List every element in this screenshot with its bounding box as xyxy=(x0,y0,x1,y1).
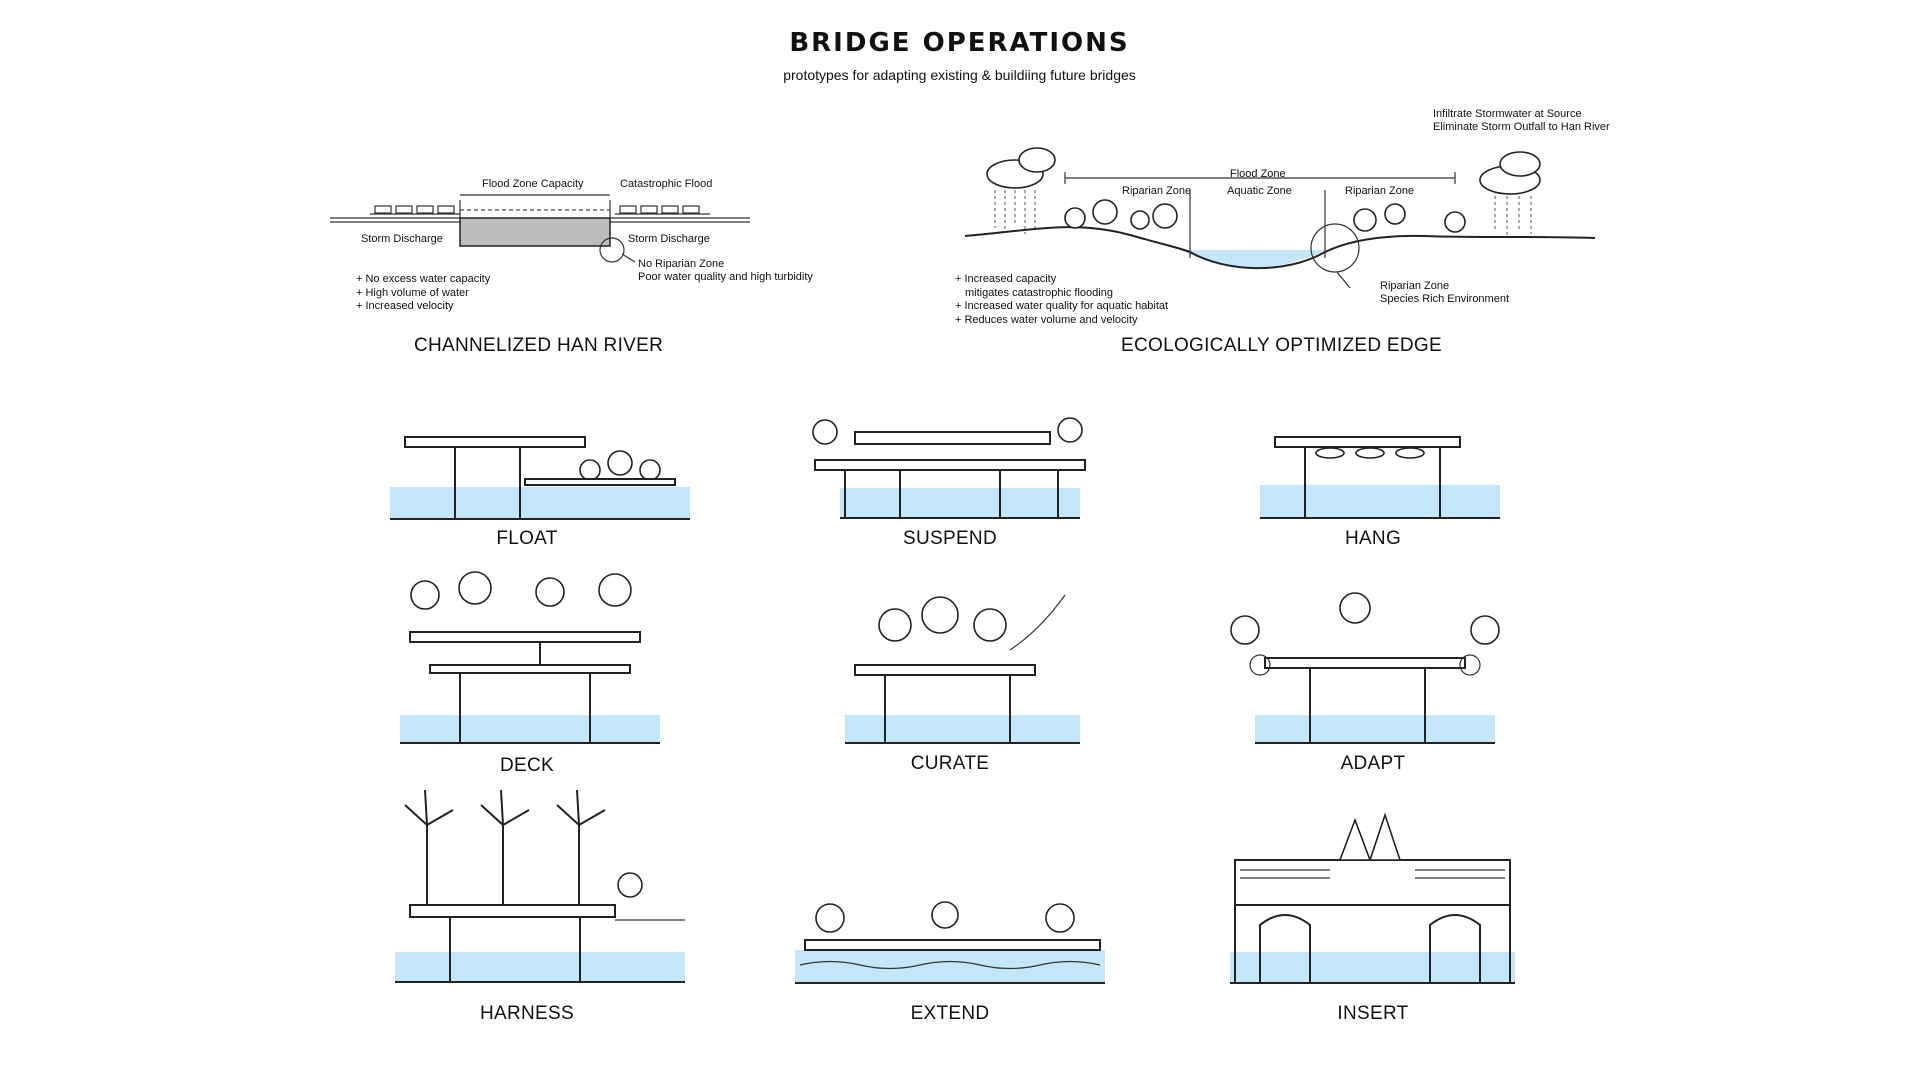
prototype-harness-label: HARNESS xyxy=(480,1003,574,1024)
channelized-caption: CHANNELIZED HAN RIVER xyxy=(414,335,664,356)
aquatic-zone-label: Aquatic Zone xyxy=(1227,185,1292,197)
species-rich-label: Species Rich Environment xyxy=(1380,293,1510,305)
ecological-caption: ECOLOGICALLY OPTIMIZED EDGE xyxy=(1121,335,1442,356)
curate-illustration xyxy=(845,594,1080,744)
hang-illustration xyxy=(1260,436,1500,519)
prototype-adapt-label: ADAPT xyxy=(1340,753,1406,774)
note-item: + Increased capacity xyxy=(955,273,1057,285)
storm-discharge-right-label: Storm Discharge xyxy=(628,233,710,245)
float-illustration xyxy=(390,436,690,520)
ecological-edge-section xyxy=(964,147,1596,289)
infiltrate-label: Infiltrate Stormwater at Source xyxy=(1433,108,1582,120)
prototype-suspend-label: SUSPEND xyxy=(903,528,997,549)
catastrophic-flood-label: Catastrophic Flood xyxy=(620,178,713,190)
extend-illustration xyxy=(795,901,1105,984)
poor-water-quality-label: Poor water quality and high turbidity xyxy=(638,271,813,283)
note-item: + High volume of water xyxy=(356,286,469,299)
insert-illustration xyxy=(1230,812,1515,984)
riparian-zone-left-label: Riparian Zone xyxy=(1122,185,1192,197)
flood-zone-label: Flood Zone xyxy=(1230,168,1286,180)
note-item: + No excess water capacity xyxy=(356,273,491,285)
deck-illustration xyxy=(400,571,660,744)
adapt-illustration xyxy=(1230,592,1500,744)
riparian-callout-label: Riparian Zone xyxy=(1380,280,1450,292)
prototype-extend-label: EXTEND xyxy=(910,1003,990,1024)
prototype-deck-label: DECK xyxy=(500,755,554,776)
suspend-illustration xyxy=(812,417,1086,519)
page-subtitle: prototypes for adapting existing & build… xyxy=(783,67,1136,83)
channelized-notes: + No excess water capacity + High volume… xyxy=(356,273,490,314)
harness-illustration xyxy=(395,789,685,983)
note-item: mitigates catastrophic flooding xyxy=(965,286,1113,299)
flood-zone-capacity-label: Flood Zone Capacity xyxy=(482,178,584,190)
note-item: + Reduces water volume and velocity xyxy=(955,313,1138,326)
eliminate-outfall-label: Eliminate Storm Outfall to Han River xyxy=(1433,121,1610,133)
prototype-curate-label: CURATE xyxy=(910,753,990,774)
channelized-river-section xyxy=(330,194,750,263)
ecological-notes: + Increased capacity mitigates catastrop… xyxy=(955,273,1168,327)
prototype-float-label: FLOAT xyxy=(496,528,558,549)
storm-discharge-left-label: Storm Discharge xyxy=(361,233,443,245)
prototype-insert-label: INSERT xyxy=(1337,1003,1409,1024)
page-title: BRIDGE OPERATIONS xyxy=(789,28,1130,58)
no-riparian-zone-label: No Riparian Zone xyxy=(638,258,725,270)
note-item: + Increased velocity xyxy=(356,300,454,312)
note-item: + Increased water quality for aquatic ha… xyxy=(955,300,1169,312)
riparian-zone-right-label: Riparian Zone xyxy=(1345,185,1415,197)
prototype-hang-label: HANG xyxy=(1344,528,1402,549)
